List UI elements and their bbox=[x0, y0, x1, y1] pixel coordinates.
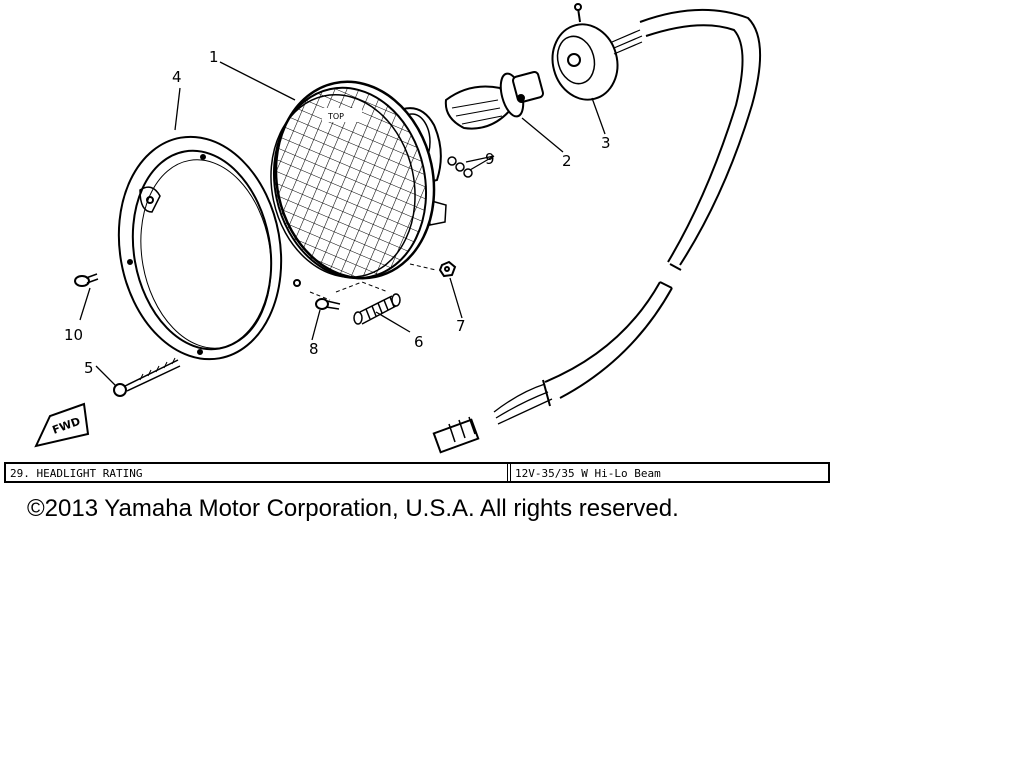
callout-numbers: 1 2 3 4 5 6 7 8 9 10 bbox=[64, 48, 611, 377]
screw-8 bbox=[315, 298, 341, 310]
callout-10: 10 bbox=[64, 326, 83, 344]
callout-6: 6 bbox=[414, 333, 424, 351]
lens-top-mark: TOP bbox=[327, 112, 344, 121]
callout-4: 4 bbox=[172, 68, 182, 86]
callout-1: 1 bbox=[209, 48, 219, 66]
nuts-9 bbox=[447, 156, 473, 178]
callout-9: 9 bbox=[485, 150, 495, 168]
bulb-socket bbox=[551, 3, 643, 101]
callout-3: 3 bbox=[601, 134, 611, 152]
dashed-guides bbox=[309, 263, 437, 301]
spec-value: 12V-35/35 W Hi-Lo Beam bbox=[515, 467, 661, 480]
callout-8: 8 bbox=[309, 340, 319, 358]
headlight-unit: TOP bbox=[270, 80, 447, 280]
screw-10 bbox=[74, 273, 99, 287]
rim-ring bbox=[117, 135, 301, 361]
callout-leaders bbox=[79, 61, 606, 387]
callout-2: 2 bbox=[562, 152, 572, 170]
bulb bbox=[444, 70, 545, 130]
forward-arrow-icon: FWD bbox=[34, 402, 90, 448]
adjusting-screw-5 bbox=[113, 357, 181, 397]
spring-6 bbox=[353, 293, 401, 325]
callout-5: 5 bbox=[84, 359, 94, 377]
spec-label: 29. HEADLIGHT RATING bbox=[6, 464, 511, 481]
headlight-rating-table: 29. HEADLIGHT RATING 12V-35/35 W Hi-Lo B… bbox=[4, 462, 830, 483]
nut-7 bbox=[438, 260, 457, 278]
copyright-notice: ©2013 Yamaha Motor Corporation, U.S.A. A… bbox=[27, 495, 679, 522]
wire-harness bbox=[432, 8, 762, 454]
callout-7: 7 bbox=[456, 317, 466, 335]
